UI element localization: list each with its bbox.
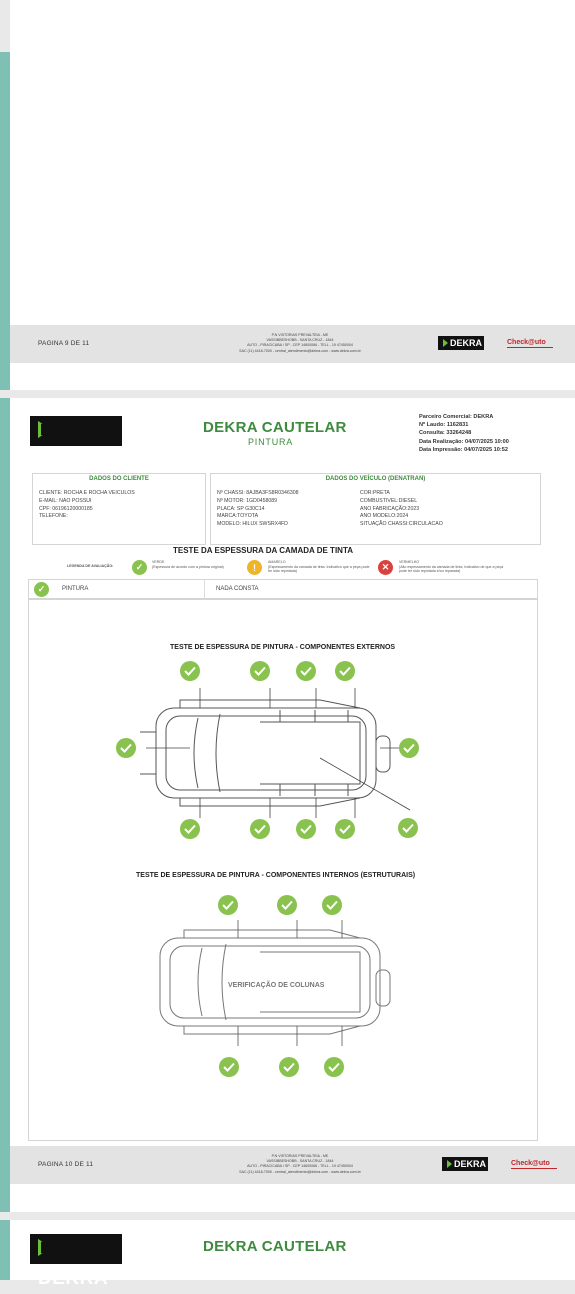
check-ext-bottom-2-icon [250,819,270,839]
page-edge-bar [0,1220,10,1280]
page-edge-bar [0,398,10,1212]
legend-yellow-text: AMARELO (Espessamento da camada de tinta… [268,560,370,574]
result-divider [204,580,205,598]
report-title: DEKRA CAUTELAR [203,419,347,436]
dekra-footer-logo: DEKRA [438,336,484,350]
report-meta: Parceiro Comercial: DEKRA Nº Laudo: 1162… [419,414,509,453]
check-ext-front-icon [116,738,136,758]
internal-title: TESTE DE ESPESSURA DE PINTURA - COMPONEN… [136,872,416,879]
page-number: PAGINA 9 DE 11 [38,340,90,347]
legend-label: LEGENDA DE AVALIAÇÃO: [67,564,114,568]
check-int-top-1-icon [218,895,238,915]
check-ext-roof-icon [398,818,418,838]
check-int-top-3-icon [322,895,342,915]
dekra-logo: DEKRA [30,1234,122,1289]
section-title: TESTE DA ESPESSURA DA CAMADA DE TINTA [173,546,354,555]
check-int-bottom-2-icon [279,1057,299,1077]
vehicle-details-right: COR:PRETA COMBUSTIVEL:DIESEL ANO FABRICA… [360,490,443,528]
vehicle-details-left: Nº CHASSI: 8AJBA3FS8R0346308 Nº MOTOR: 1… [217,490,299,528]
result-status: NADA CONSTA [216,586,259,592]
page-edge-bar [0,52,10,390]
vehicle-heading: DADOS DO VEÍCULO (DENATRAN) [325,476,426,482]
internal-car-diagram [159,920,391,1046]
report-subtitle: PINTURA [248,437,294,447]
check-ext-rear-icon [399,738,419,758]
footer-address: P.N VISTORIAS PREVALTEIA - ME VASSIBBESH… [239,333,361,353]
next-report-title: DEKRA CAUTELAR [203,1238,347,1255]
check-ext-top-4-icon [335,661,355,681]
result-row: ✓ PINTURA NADA CONSTA [28,579,538,599]
external-title: TESTE DE ESPESSURA DE PINTURA - COMPONEN… [170,644,396,651]
checkauto-logo: Check@uto [507,339,553,348]
check-ext-top-2-icon [250,661,270,681]
page-9-footer: PAGINA 9 DE 11 P.N VISTORIAS PREVALTEIA … [10,325,575,363]
page-11: DEKRA DEKRA CAUTELAR [10,1220,575,1289]
legend-green-icon: ✓ [132,560,147,575]
check-ext-top-3-icon [296,661,316,681]
check-int-bottom-1-icon [219,1057,239,1077]
vehicle-box: DADOS DO VEÍCULO (DENATRAN) Nº CHASSI: 8… [210,473,541,545]
columns-check-label: VERIFICAÇÃO DE COLUNAS [228,982,325,989]
result-item: PINTURA [62,586,89,592]
legend-red-icon: ✕ [378,560,393,575]
check-int-bottom-3-icon [324,1057,344,1077]
page-10: DEKRA DEKRA CAUTELAR PINTURA Parceiro Co… [10,398,575,1212]
legend-red-text: VERMELHO (Alto espessamento da camada de… [399,560,504,574]
diagram-panel [28,599,538,1141]
check-ext-bottom-1-icon [180,819,200,839]
check-ext-bottom-4-icon [335,819,355,839]
result-check-icon: ✓ [34,582,49,597]
page-number: PAGINA 10 DE 11 [38,1161,94,1168]
dekra-logo: DEKRA [30,416,122,471]
external-car-diagram [140,688,411,818]
client-box: DADOS DO CLIENTE CLIENTE: ROCHA E ROCHA … [32,473,206,545]
footer-address: P.N VISTORIAS PREVALTEIA - ME VASSIBBESH… [239,1154,361,1174]
client-heading: DADOS DO CLIENTE [89,476,149,482]
client-details: CLIENTE: ROCHA E ROCHA VEICULOS E-MAIL: … [39,490,135,520]
checkauto-logo: Check@uto [511,1160,557,1169]
legend-yellow-icon: ! [247,560,262,575]
dekra-footer-logo: DEKRA [442,1157,488,1171]
legend-green-text: VERDE (Espessura de acordo com a pintura… [152,560,224,569]
check-int-top-2-icon [277,895,297,915]
check-ext-top-1-icon [180,661,200,681]
check-ext-bottom-3-icon [296,819,316,839]
page-10-footer: PAGINA 10 DE 11 P.N VISTORIAS PREVALTEIA… [10,1146,575,1184]
